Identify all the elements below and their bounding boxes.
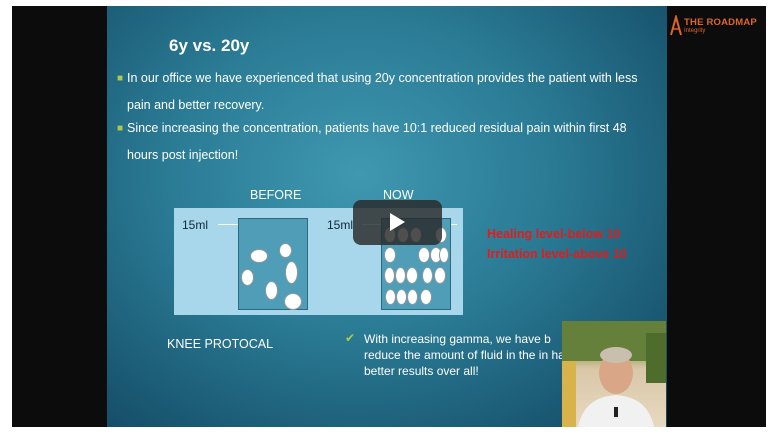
check-icon: ✔ [345,331,356,345]
volume-label-left: 15ml [182,218,209,232]
particle [406,267,418,284]
bullet-square-icon: ■ [117,73,124,84]
particle [439,247,449,263]
particle [279,243,292,258]
presenter-webcam [562,321,666,427]
gamma-note: With increasing gamma, we have b reduce … [364,332,578,378]
particle [420,289,432,305]
particle [384,267,395,284]
knee-protocol-label: KNEE PROTOCAL [167,337,274,351]
roadmap-logo-icon [670,15,682,36]
logo-text: THE ROADMAP [684,17,757,28]
particle [250,249,268,263]
particle [395,267,406,284]
bullet-square-icon: ■ [117,123,124,134]
volume-label-right: 15ml [327,218,354,232]
particle [396,289,407,305]
bullet-2: ■ Since increasing the concentration, pa… [117,115,647,169]
particle [407,289,418,305]
particle [265,281,278,300]
slide-title: 6y vs. 20y [169,36,250,55]
particle [285,261,298,284]
before-cup [238,218,308,310]
healing-irritation-note: Healing level-below 10 Irritation level-… [487,227,627,261]
now-label: NOW [383,188,414,202]
before-label: BEFORE [250,188,302,202]
bullet-1-text: In our office we have experienced that u… [127,71,638,112]
play-icon[interactable] [390,213,405,231]
roadmap-logo: THE ROADMAP Integrity [668,14,764,38]
particle [385,289,396,305]
particle [384,247,396,263]
particle [284,293,302,310]
particle [422,267,433,284]
particle [434,267,446,284]
particle [241,269,254,286]
logo-subtext: Integrity [684,28,706,34]
bullet-1: ■ In our office we have experienced that… [117,65,647,119]
bullet-2-text: Since increasing the concentration, pati… [127,121,627,162]
play-button[interactable] [353,200,442,245]
particle [418,247,430,263]
presenter-image [562,321,666,427]
video-player[interactable]: 6y vs. 20y ■ In our office we have exper… [12,6,766,427]
